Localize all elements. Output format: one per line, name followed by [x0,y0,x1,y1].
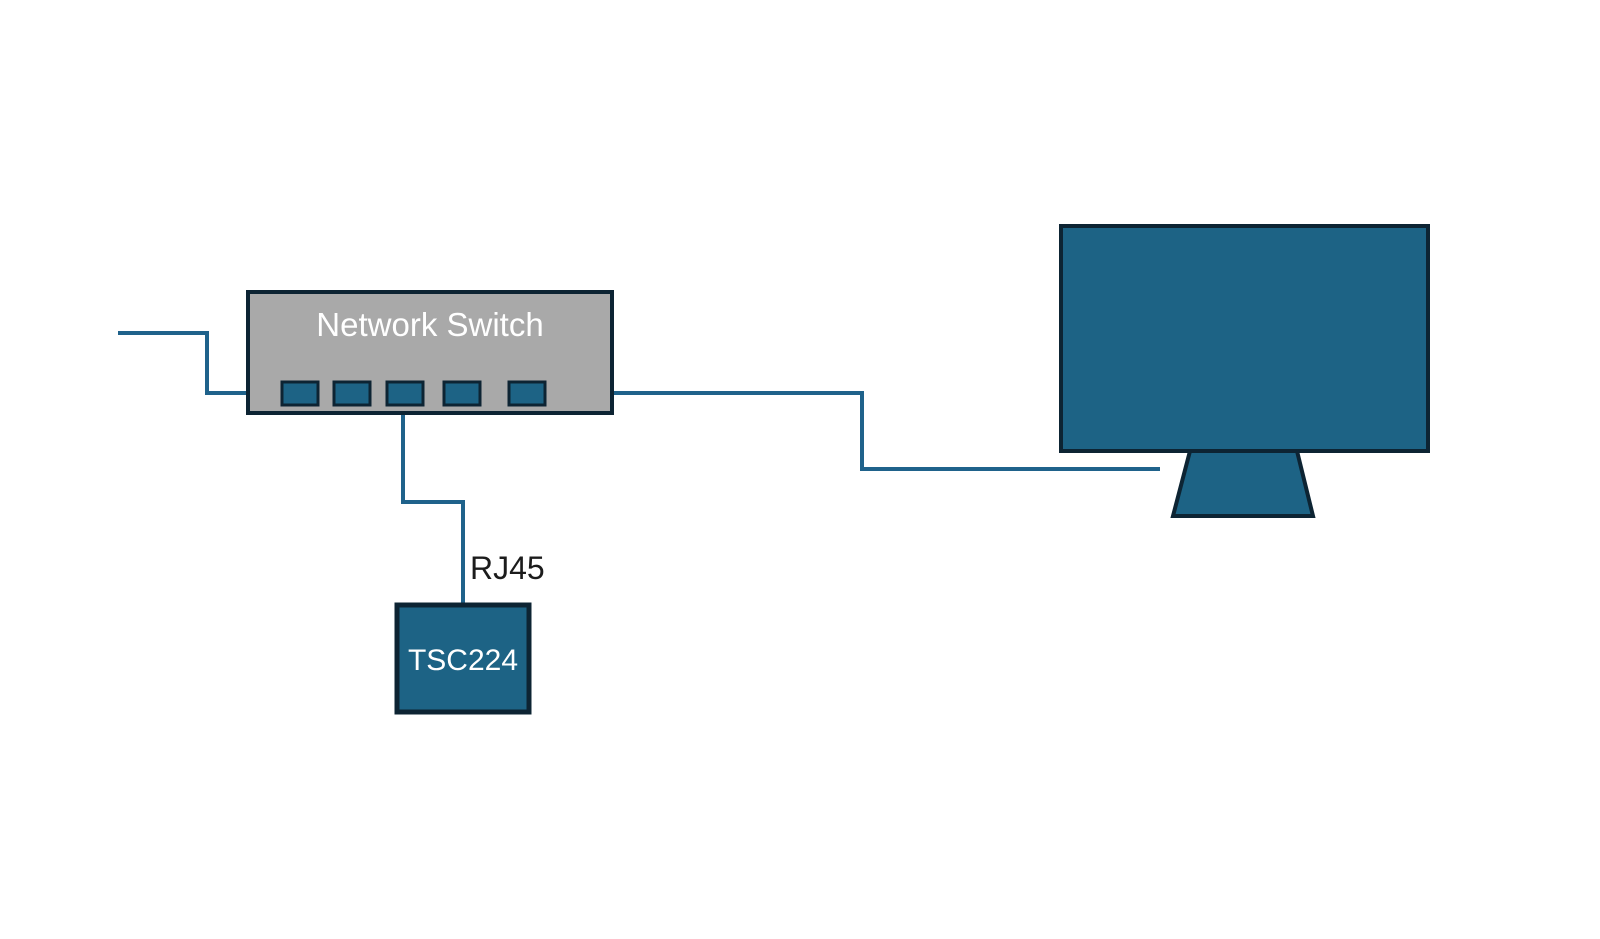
network-switch-label: Network Switch [316,306,543,343]
tsc224-label: TSC224 [408,644,518,677]
cable-switch-to-monitor [545,391,1160,471]
switch-port-2 [332,380,372,407]
switch-port-4 [442,380,482,407]
tsc224-node: TSC224 [394,602,532,715]
network-switch-body [246,290,614,415]
network-switch-node: Network Switch [246,290,614,415]
monitor-stand [1170,449,1316,518]
switch-port-3 [385,380,425,407]
switch-port-5 [507,380,547,407]
rj45-cable-label: RJ45 [470,550,545,586]
monitor-node [1059,224,1430,518]
monitor-screen [1059,224,1430,453]
cable-uplink-left [118,331,282,395]
cable-switch-to-tsc224 [401,400,465,607]
switch-port-1 [280,380,320,407]
tsc224-body [394,602,532,715]
